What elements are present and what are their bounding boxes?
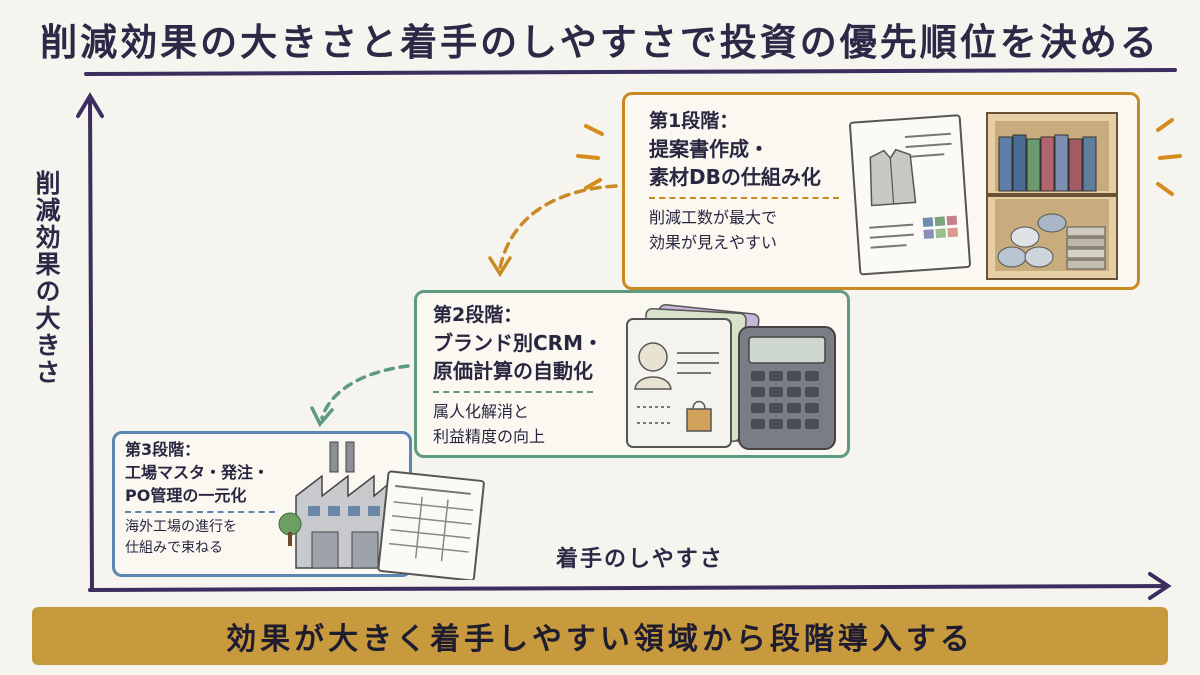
stage-2-name-line-1: ブランド別CRM・ (433, 331, 603, 355)
page-title: 削減効果の大きさと着手のしやすさで投資の優先順位を決める (40, 21, 1160, 64)
spark-right-icon (1156, 118, 1182, 196)
arrowhead-stage2-to-stage3 (310, 406, 334, 428)
stage-1-name-line-2: 素材DBの仕組み化 (649, 165, 821, 189)
stage-2-step: 第2段階： (433, 304, 523, 326)
stage-3-step: 第3段階： (125, 440, 201, 459)
arrow-stage1-to-stage2 (498, 184, 618, 270)
bottom-banner: 効果が大きく着手しやすい領域から段階導入する (32, 607, 1168, 665)
stage-3-effect-line-2: 仕組みで束ねる (125, 540, 223, 556)
binder-icon (998, 134, 1097, 192)
stage-3-effect-line-1: 海外工場の進行を (125, 519, 237, 535)
tree-icon (278, 512, 302, 546)
stage-3-divider (125, 511, 275, 513)
customer-card-icon (626, 303, 760, 448)
arrow-stage2-to-stage3 (320, 364, 410, 420)
person-icon (634, 342, 672, 390)
stage-1-step: 第1段階： (649, 110, 739, 132)
stage-1-card: 第1段階： 提案書作成・ 素材DBの仕組み化 削減工数が最大で 効果が見えやすい (622, 92, 1140, 290)
fabric-roll-icon (997, 213, 1106, 270)
stage-3-name-line-1: 工場マスタ・発注・ (125, 463, 270, 482)
title-underline (84, 68, 1177, 76)
shopping-bag-icon (686, 400, 712, 432)
stage-1-effect-line-1: 削減工数が最大で (649, 208, 778, 227)
stage-2-effect-line-1: 属人化解消と (433, 402, 530, 421)
stage-1-name-line-1: 提案書作成・ (649, 137, 769, 161)
spark-left-icon (576, 124, 604, 190)
spreadsheet-icon (377, 470, 485, 580)
stage-2-divider (433, 391, 593, 393)
stage-2-effect-line-2: 利益精度の向上 (433, 427, 546, 446)
y-axis (76, 92, 104, 592)
proposal-document-icon (849, 114, 971, 276)
factory-icon (295, 441, 399, 569)
bookshelf-icon (986, 112, 1118, 280)
x-axis-label: 着手のしやすさ (556, 547, 724, 572)
stage-2-name-line-2: 原価計算の自動化 (433, 359, 593, 383)
stage-2-text: 第2段階： ブランド別CRM・ 原価計算の自動化 属人化解消と 利益精度の向上 (433, 301, 623, 449)
stage-3-illustration (278, 441, 485, 580)
stage-3-name-line-2: PO管理の一元化 (125, 486, 247, 505)
stage-1-divider (649, 197, 839, 199)
x-axis (88, 572, 1172, 600)
arrowhead-stage1-to-stage2 (488, 256, 512, 278)
stage-1-text: 第1段階： 提案書作成・ 素材DBの仕組み化 削減工数が最大で 効果が見えやすい (649, 107, 849, 255)
stage-2-illustration (626, 303, 836, 450)
stage-1-effect-line-2: 効果が見えやすい (649, 233, 778, 252)
fabric-swatch-icon (922, 215, 959, 239)
stage-1-illustration (849, 112, 1118, 280)
calculator-icon (738, 326, 836, 450)
jacket-icon (869, 148, 917, 207)
stage-2-card: 第2段階： ブランド別CRM・ 原価計算の自動化 属人化解消と 利益精度の向上 (414, 290, 850, 458)
stage-3-text: 第3段階： 工場マスタ・発注・ PO管理の一元化 海外工場の進行を 仕組みで束ね… (125, 438, 297, 559)
y-axis-label: 削減効果の大きさ (32, 170, 61, 386)
